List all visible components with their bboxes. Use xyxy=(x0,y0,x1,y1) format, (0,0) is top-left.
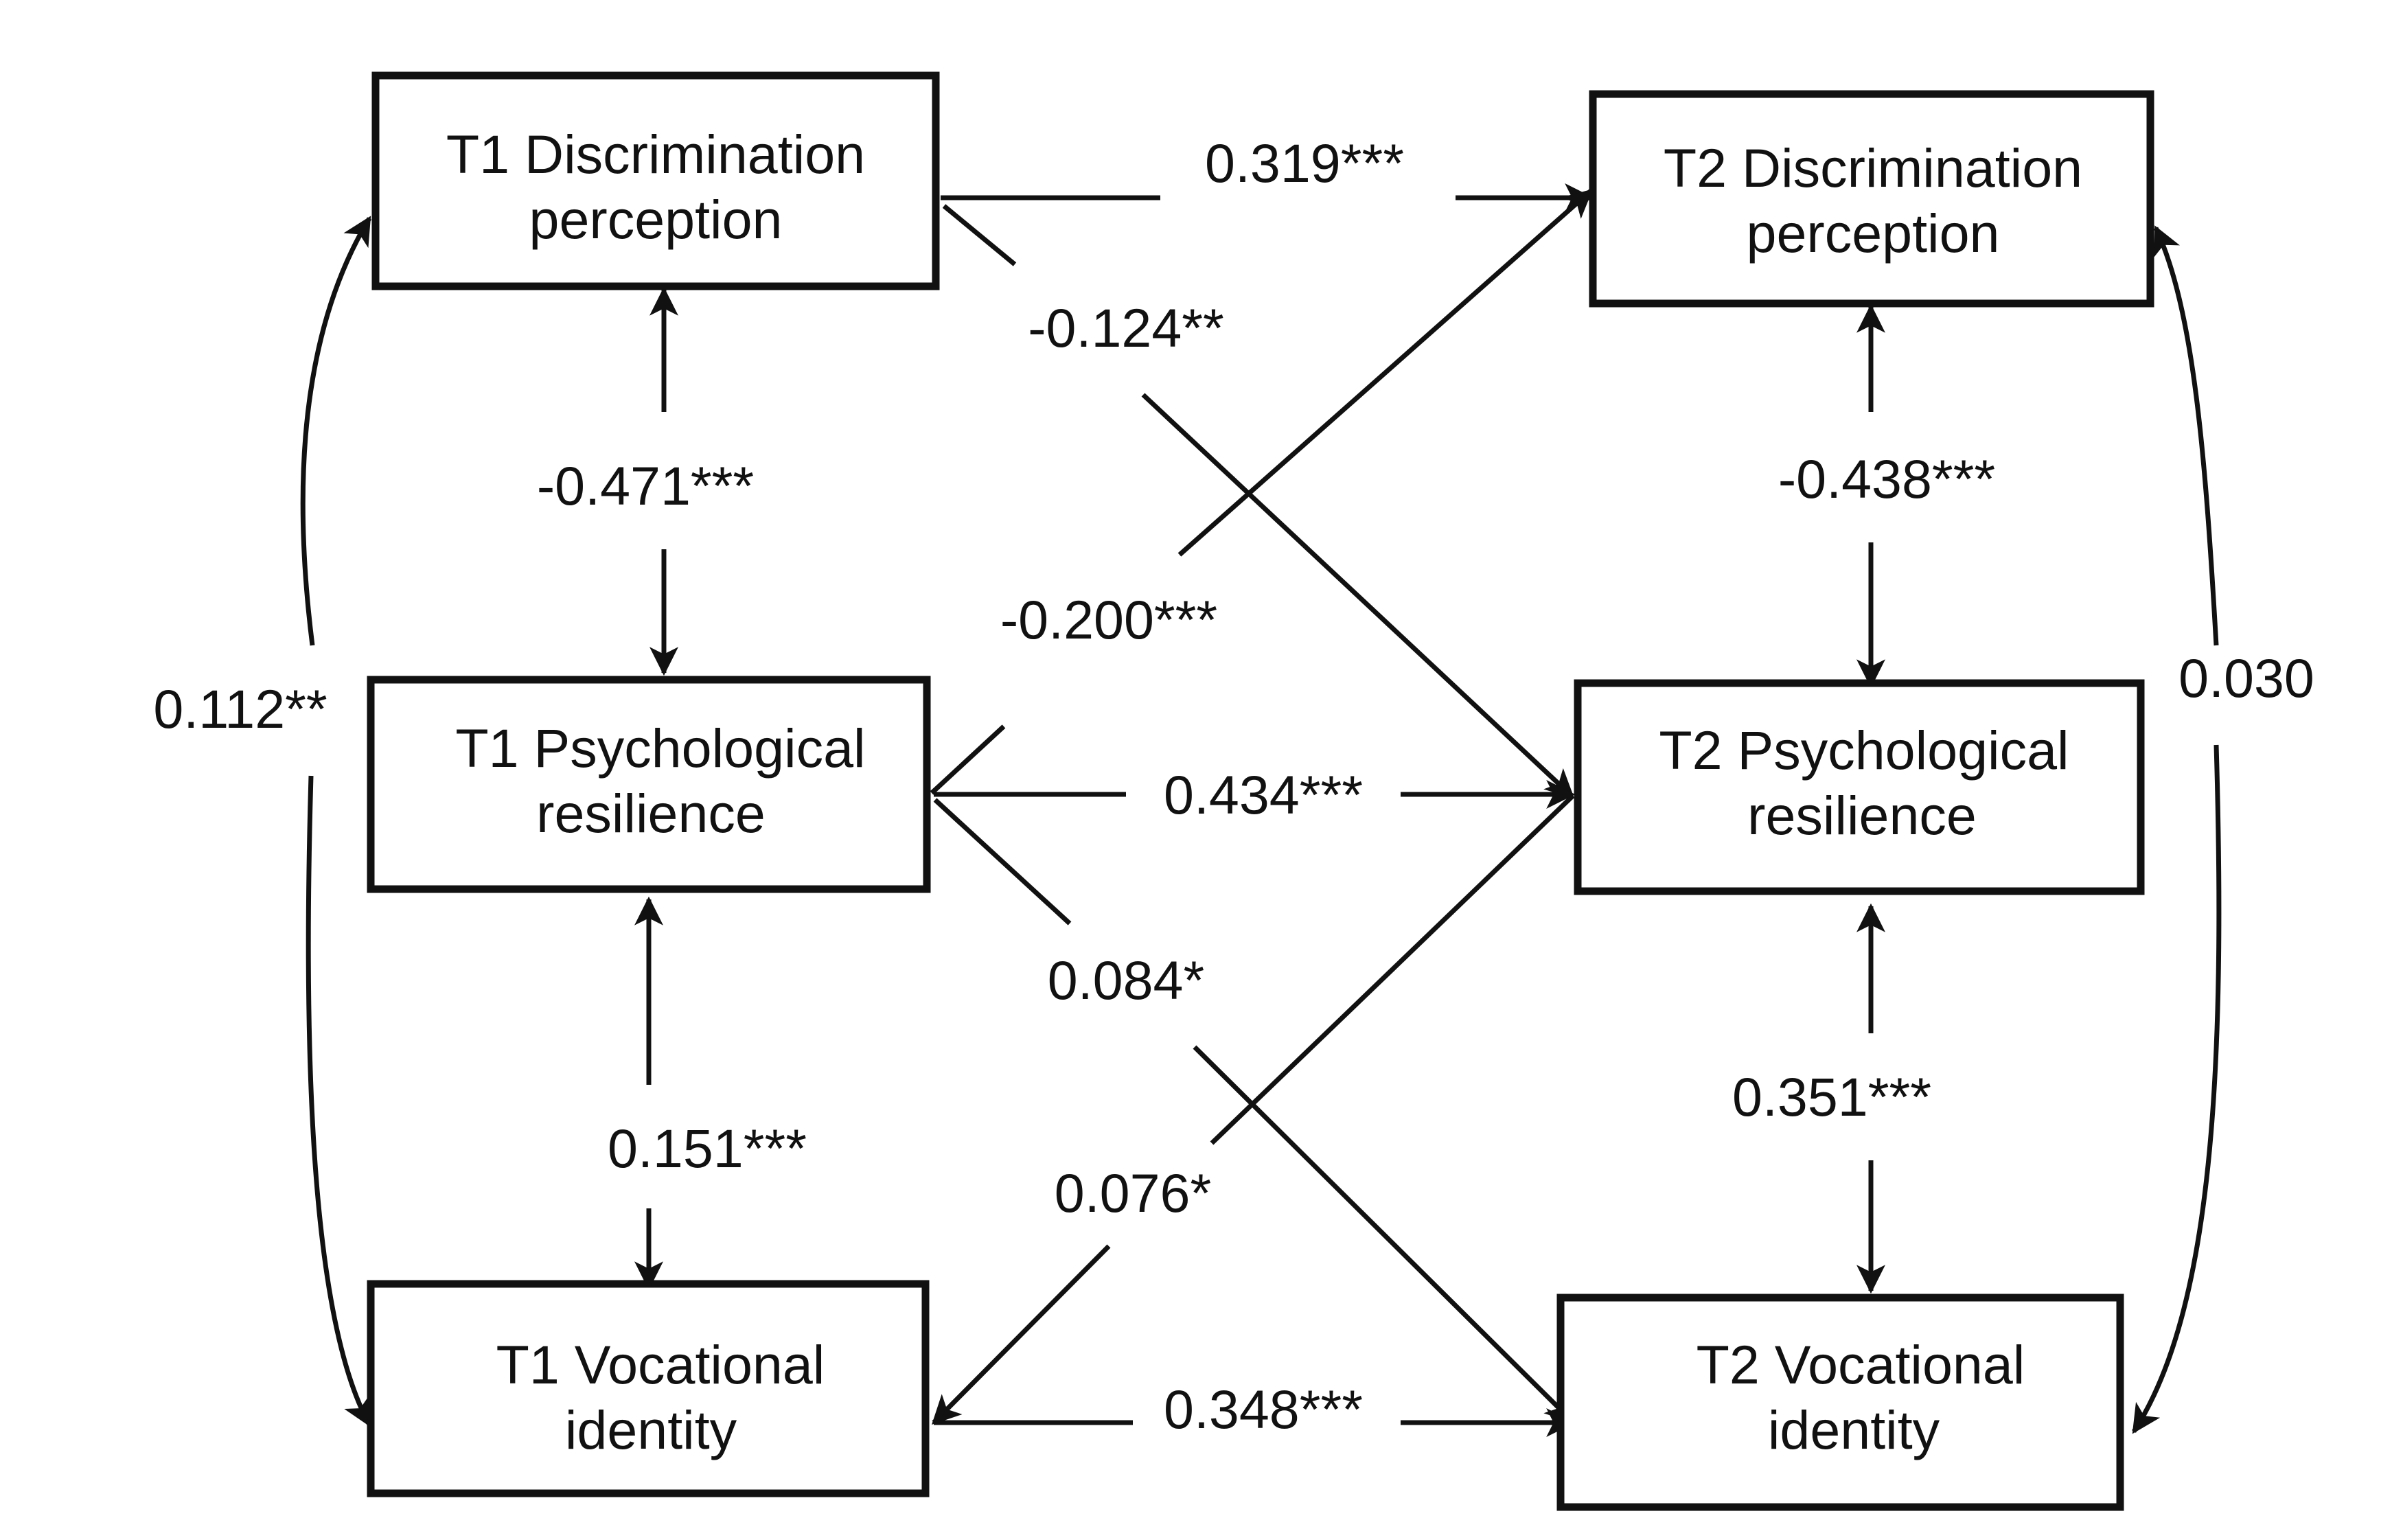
coef-res-t1-voc-t2: 0.084* xyxy=(1048,950,1204,1011)
coef-t2-res-voc: 0.351*** xyxy=(1732,1066,1931,1127)
node-label-line2: identity xyxy=(1768,1399,1940,1460)
node-box xyxy=(367,1280,930,1497)
node-box xyxy=(367,676,931,893)
node-label-line1: T2 Discrimination xyxy=(1664,137,2082,198)
edge-disc-t1-res-t2-lower xyxy=(1141,393,1575,798)
node-t2-resilience: T2 Psychological resilience xyxy=(1574,679,2145,895)
coef-res-t1-disc-t2: -0.200*** xyxy=(1000,589,1217,650)
node-label-line1: T2 Vocational xyxy=(1697,1334,2025,1395)
edge-res-t1-voc-t2-upper xyxy=(933,798,1072,926)
node-label-line2: identity xyxy=(565,1399,737,1460)
node-t1-discrimination: T1 Discrimination perception xyxy=(371,71,940,290)
coef-res-t1-t2: 0.434*** xyxy=(1164,764,1363,825)
node-box xyxy=(371,71,940,290)
node-label-line2: perception xyxy=(529,189,783,250)
edge-t2-disc-voc-top xyxy=(2153,225,2219,646)
node-t1-resilience: T1 Psychological resilience xyxy=(367,676,931,893)
node-box xyxy=(1589,90,2154,308)
node-label-line1: T1 Vocational xyxy=(496,1334,825,1395)
edge-t2-disc-voc-bottom xyxy=(2132,744,2222,1434)
node-box xyxy=(1574,679,2145,895)
node-t1-vocational: T1 Vocational identity xyxy=(367,1280,930,1497)
coef-t1-disc-voc: 0.112** xyxy=(153,678,327,739)
node-t2-discrimination: T2 Discrimination perception xyxy=(1589,90,2154,308)
coef-voc-t1-res-t2: 0.076* xyxy=(1055,1162,1211,1223)
path-edges xyxy=(300,183,2222,1437)
edge-disc-t1-res-t2-upper xyxy=(942,204,1017,266)
coef-t1-res-voc: 0.151*** xyxy=(608,1118,807,1179)
coef-t2-disc-voc: 0.030 xyxy=(2178,647,2314,709)
edge-res-t1-voc-t2-lower xyxy=(1193,1045,1574,1423)
edge-t1-disc-voc-bottom xyxy=(306,775,372,1427)
edge-voc-t1-res-t2-upper xyxy=(1210,794,1574,1145)
edge-t1-disc-voc-top xyxy=(300,216,371,646)
coefficient-labels: 0.319*** -0.124** -0.200*** 0.434*** 0.0… xyxy=(153,133,2314,1440)
node-t2-vocational: T2 Vocational identity xyxy=(1556,1294,2124,1511)
edge-res-t1-disc-t2-upper xyxy=(1177,189,1594,557)
node-label-line2: resilience xyxy=(1747,785,1977,846)
coef-disc-t1-res-t2: -0.124** xyxy=(1028,297,1224,358)
edge-res-t1-disc-t2-lower xyxy=(930,724,1006,795)
edge-voc-t1-res-t2-lower xyxy=(932,1244,1111,1425)
coef-t1-disc-res: -0.471*** xyxy=(537,455,754,516)
coef-t2-disc-res: -0.438*** xyxy=(1778,448,1995,509)
node-label-line1: T1 Discrimination xyxy=(446,124,865,185)
coef-disc-t1-t2: 0.319*** xyxy=(1205,133,1404,194)
node-label-line1: T2 Psychological xyxy=(1659,720,2069,781)
coef-voc-t1-t2: 0.348*** xyxy=(1164,1379,1363,1440)
node-label-line2: perception xyxy=(1747,203,2000,264)
node-label-line2: resilience xyxy=(536,783,766,844)
node-box xyxy=(1556,1294,2124,1511)
node-label-line1: T1 Psychological xyxy=(455,717,865,779)
